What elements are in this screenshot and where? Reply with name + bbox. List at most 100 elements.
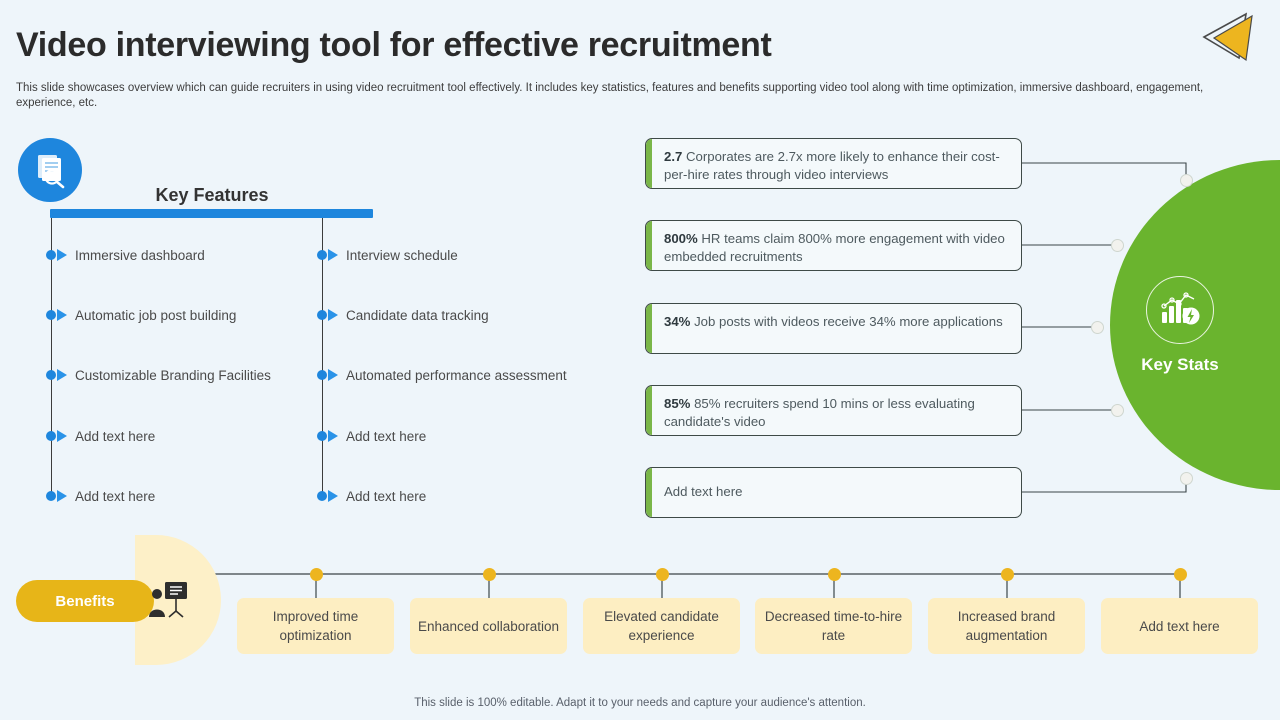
bar-chart-stats-icon [1146, 276, 1214, 344]
key-stats-node-1 [1180, 174, 1193, 187]
page-title: Video interviewing tool for effective re… [16, 26, 772, 64]
benefit-card-5[interactable]: Increased brand augmentation [928, 598, 1085, 654]
key-features-heading: Key Features [155, 185, 269, 205]
benefit-label: Enhanced collaboration [417, 618, 560, 634]
benefit-label: Elevated candidate experience [604, 609, 719, 643]
bullet-dot-icon [317, 250, 327, 260]
stat-description: Job posts with videos receive 34% more a… [690, 314, 1003, 329]
key-stats-node-2 [1111, 239, 1124, 252]
arrow-right-icon [57, 490, 67, 502]
benefit-card-6[interactable]: Add text here [1101, 598, 1258, 654]
feature-label: Automatic job post building [75, 307, 237, 323]
feature-item-right-2[interactable]: Candidate data tracking [317, 305, 489, 325]
stat-card-text: 2.7 Corporates are 2.7x more likely to e… [646, 139, 1021, 188]
benefit-card-4[interactable]: Decreased time-to-hire rate [755, 598, 912, 654]
feature-label: Automated performance assessment [346, 367, 567, 383]
arrow-right-icon [328, 490, 338, 502]
card-accent-bar [646, 221, 652, 270]
arrow-right-icon [57, 369, 67, 381]
benefit-node-4 [828, 568, 841, 581]
arrow-right-icon [57, 430, 67, 442]
triangle-play-logo-icon [1200, 10, 1262, 62]
bullet-dot-icon [46, 310, 56, 320]
arrow-right-icon [328, 249, 338, 261]
card-accent-bar [646, 304, 652, 353]
key-features-left-spine [51, 218, 52, 496]
feature-item-left-4[interactable]: Add text here [46, 426, 155, 446]
arrow-right-icon [328, 369, 338, 381]
feature-item-right-4[interactable]: Add text here [317, 426, 426, 446]
benefit-label: Add text here [1139, 618, 1220, 634]
feature-item-right-3[interactable]: Automated performance assessment [317, 365, 567, 385]
stat-value: 800% [664, 231, 698, 246]
bullet-dot-icon [46, 431, 56, 441]
bullet-dot-icon [46, 370, 56, 380]
stat-card-3[interactable]: 34% Job posts with videos receive 34% mo… [645, 303, 1022, 354]
key-features-underline [50, 209, 373, 218]
benefit-card-3[interactable]: Elevated candidate experience [583, 598, 740, 654]
key-features-right-spine [322, 218, 323, 496]
stat-value: 85% [664, 396, 691, 411]
bullet-dot-icon [317, 431, 327, 441]
key-stats-node-3 [1091, 321, 1104, 334]
card-accent-bar [646, 386, 652, 435]
footer-note: This slide is 100% editable. Adapt it to… [414, 697, 866, 709]
arrow-right-icon [328, 309, 338, 321]
stat-card-text: 85% 85% recruiters spend 10 mins or less… [646, 386, 1021, 435]
card-accent-bar [646, 468, 652, 517]
benefit-label: Improved time optimization [272, 609, 359, 643]
document-search-icon [18, 138, 82, 202]
feature-item-left-5[interactable]: Add text here [46, 486, 155, 506]
feature-item-left-1[interactable]: Immersive dashboard [46, 245, 205, 265]
bullet-dot-icon [46, 250, 56, 260]
presenter-board-icon [146, 578, 190, 622]
benefits-label: Benefits [55, 592, 115, 610]
bullet-dot-icon [317, 370, 327, 380]
benefit-node-6 [1174, 568, 1187, 581]
bullet-dot-icon [317, 310, 327, 320]
stat-description: HR teams claim 800% more engagement with… [664, 231, 1005, 264]
benefit-node-2 [483, 568, 496, 581]
stat-card-1[interactable]: 2.7 Corporates are 2.7x more likely to e… [645, 138, 1022, 189]
benefit-node-5 [1001, 568, 1014, 581]
benefit-label: Increased brand augmentation [957, 609, 1056, 643]
stat-card-text: 800% HR teams claim 800% more engagement… [646, 221, 1021, 270]
feature-label: Customizable Branding Facilities [75, 367, 271, 383]
page-subtitle: This slide showcases overview which can … [16, 82, 1204, 109]
bullet-dot-icon [46, 491, 56, 501]
key-stats-node-5 [1180, 472, 1193, 485]
stat-card-4[interactable]: 85% 85% recruiters spend 10 mins or less… [645, 385, 1022, 436]
stat-card-text: Add text here [646, 468, 1021, 510]
feature-item-right-5[interactable]: Add text here [317, 486, 426, 506]
card-accent-bar [646, 139, 652, 188]
benefit-card-2[interactable]: Enhanced collaboration [410, 598, 567, 654]
stat-card-5[interactable]: Add text here [645, 467, 1022, 518]
feature-label: Immersive dashboard [75, 247, 205, 263]
arrow-right-icon [57, 309, 67, 321]
stat-value: 34% [664, 314, 691, 329]
stat-card-text: 34% Job posts with videos receive 34% mo… [646, 304, 1021, 340]
arrow-right-icon [57, 249, 67, 261]
stat-value: 2.7 [664, 149, 683, 164]
benefit-node-1 [310, 568, 323, 581]
stat-description: 85% recruiters spend 10 mins or less eva… [664, 396, 975, 429]
feature-item-left-2[interactable]: Automatic job post building [46, 305, 236, 325]
feature-label: Interview schedule [346, 247, 458, 263]
stat-card-2[interactable]: 800% HR teams claim 800% more engagement… [645, 220, 1022, 271]
key-stats-label: Key Stats [1141, 355, 1219, 374]
feature-label: Add text here [346, 488, 427, 504]
bullet-dot-icon [317, 491, 327, 501]
feature-label: Add text here [346, 428, 427, 444]
stat-description: Corporates are 2.7x more likely to enhan… [664, 149, 1000, 182]
arrow-right-icon [328, 430, 338, 442]
benefit-label: Decreased time-to-hire rate [764, 609, 903, 643]
key-stats-node-4 [1111, 404, 1124, 417]
feature-label: Add text here [75, 428, 156, 444]
benefit-node-3 [656, 568, 669, 581]
benefits-pill[interactable]: Benefits [16, 580, 154, 622]
feature-item-left-3[interactable]: Customizable Branding Facilities [46, 365, 271, 385]
feature-label: Candidate data tracking [346, 307, 489, 323]
feature-item-right-1[interactable]: Interview schedule [317, 245, 458, 265]
benefit-card-1[interactable]: Improved time optimization [237, 598, 394, 654]
